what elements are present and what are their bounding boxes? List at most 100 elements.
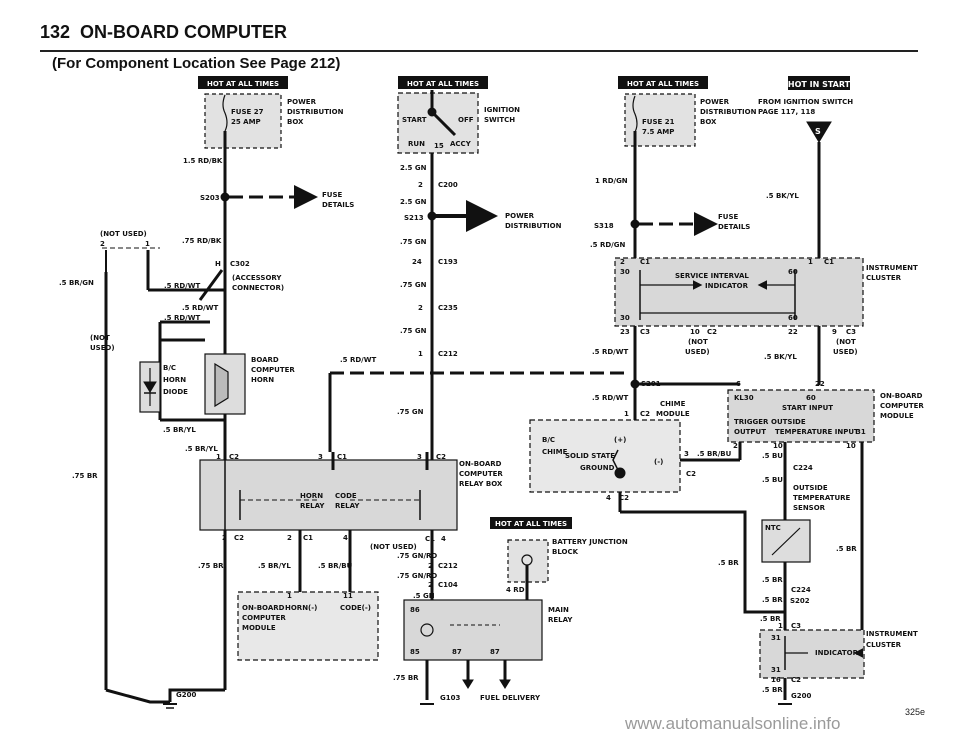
pin: 2: [100, 240, 105, 248]
fuse-label: FUSE 21: [642, 118, 675, 126]
connector-label: C212: [438, 562, 458, 570]
label: BOX: [287, 118, 304, 126]
wire-label: .75 GN: [400, 327, 427, 335]
label: POWER: [700, 98, 730, 106]
label: ON-BOARD: [242, 604, 285, 612]
label: HORN: [300, 492, 323, 500]
wire-label: .5 BK/YL: [766, 192, 799, 200]
hot-label: HOT AT ALL TIMES: [495, 520, 567, 528]
connector-label: C224: [791, 586, 811, 594]
pin: 87: [490, 648, 500, 656]
pin: 1: [778, 622, 783, 630]
pin: 24: [412, 258, 422, 266]
wire-label: .5 BR/YL: [163, 426, 196, 434]
hot-banners: HOT AT ALL TIMES HOT AT ALL TIMES HOT AT…: [198, 76, 851, 529]
wire-label: .5 RD/WT: [164, 314, 200, 322]
pin: 4: [343, 534, 348, 542]
label: ACCY: [450, 140, 472, 148]
wire-label: .5 BU: [762, 476, 783, 484]
figure-code: 325e: [905, 707, 926, 717]
pin: 1: [287, 592, 292, 600]
pin: 1: [808, 258, 813, 266]
wire-label: .5 BR: [762, 576, 783, 584]
wire-label: .5 BR: [718, 559, 739, 567]
label: (NOT USED): [370, 543, 417, 551]
pin: 30: [620, 314, 630, 322]
connector-label: C193: [438, 258, 458, 266]
label: B/C: [542, 436, 555, 444]
connector-label: C2: [707, 328, 717, 336]
splice-label: S213: [404, 214, 424, 222]
label: FUSE: [322, 191, 343, 199]
wire-label: .5 RD/WT: [592, 348, 628, 356]
label: CODE(-): [340, 604, 371, 612]
label: CLUSTER: [866, 641, 902, 649]
label: CONNECTOR): [232, 284, 284, 292]
label: COMPUTER: [251, 366, 295, 374]
wire-label: 2.5 GN: [400, 198, 427, 206]
connector-label: C3: [846, 328, 856, 336]
pin: 6: [736, 380, 741, 388]
splice-label: S318: [594, 222, 614, 230]
label: B/C: [163, 364, 176, 372]
label: INSTRUMENT: [866, 264, 918, 272]
pin: 2: [418, 304, 423, 312]
label: DETAILS: [718, 223, 750, 231]
label: IGNITION: [484, 106, 520, 114]
pin: 87: [452, 648, 462, 656]
label: START: [402, 116, 427, 124]
connector-label: C302: [230, 260, 250, 268]
pin: 3: [684, 450, 689, 458]
hot-label: HOT AT ALL TIMES: [407, 80, 479, 88]
wire-label: .75 RD/BK: [182, 237, 222, 245]
label: BOARD: [251, 356, 279, 364]
pin: 1: [624, 410, 629, 418]
wire-label: .75 GN: [400, 281, 427, 289]
wire-label: 4 RD: [506, 586, 525, 594]
connector-label: C2: [229, 453, 239, 461]
connector-label: C1: [824, 258, 834, 266]
label: START INPUT: [782, 404, 833, 412]
label: RELAY: [548, 616, 573, 624]
label: CLUSTER: [866, 274, 902, 282]
fuse-amp: 25 AMP: [231, 118, 261, 126]
wire-label: .5 RD/WT: [164, 282, 200, 290]
pin: 10: [690, 328, 700, 336]
connector-label: C2: [791, 676, 801, 684]
middle-labels: START OFF RUN 15 ACCY IGNITION SWITCH 2.…: [340, 106, 628, 702]
pin: 1: [145, 240, 150, 248]
label: USED): [90, 344, 115, 352]
wire-label: .5 BR: [760, 615, 781, 623]
pin: 4: [441, 535, 446, 543]
wire-label: .5 BR: [762, 686, 783, 694]
pin: 31: [856, 428, 866, 436]
label: HORN: [251, 376, 274, 384]
pin: 2: [428, 581, 433, 589]
pin: 30: [620, 268, 630, 276]
label: (+): [614, 436, 626, 444]
connector-label: C224: [793, 464, 813, 472]
label: COMPUTER: [459, 470, 503, 478]
label: (NOT: [836, 338, 856, 346]
label: MODULE: [656, 410, 690, 418]
subtitle: (For Component Location See Page 212): [52, 55, 341, 72]
ground-label: G200: [791, 692, 811, 700]
label: INSTRUMENT: [866, 630, 918, 638]
wire-label: .5 RD/GN: [590, 241, 625, 249]
pin: 1: [418, 350, 423, 358]
pin: 60: [788, 314, 798, 322]
label: RELAY: [335, 502, 360, 510]
label: FUSE: [718, 213, 739, 221]
wire-label: .5 BR/BU: [318, 562, 353, 570]
pin: 23: [620, 328, 630, 336]
pin: 22: [815, 380, 825, 388]
wire-label: .5 BR/GN: [59, 279, 94, 287]
fuse-label: FUSE 27: [231, 108, 264, 116]
ground-label: G103: [440, 694, 460, 702]
label: BATTERY JUNCTION: [552, 538, 628, 546]
right-labels: FUSE 21 7.5 AMP POWER DISTRIBUTION BOX F…: [542, 98, 924, 700]
label: ON-BOARD: [880, 392, 923, 400]
wire-label: .5 BR: [836, 545, 857, 553]
connector-label: C3: [640, 328, 650, 336]
